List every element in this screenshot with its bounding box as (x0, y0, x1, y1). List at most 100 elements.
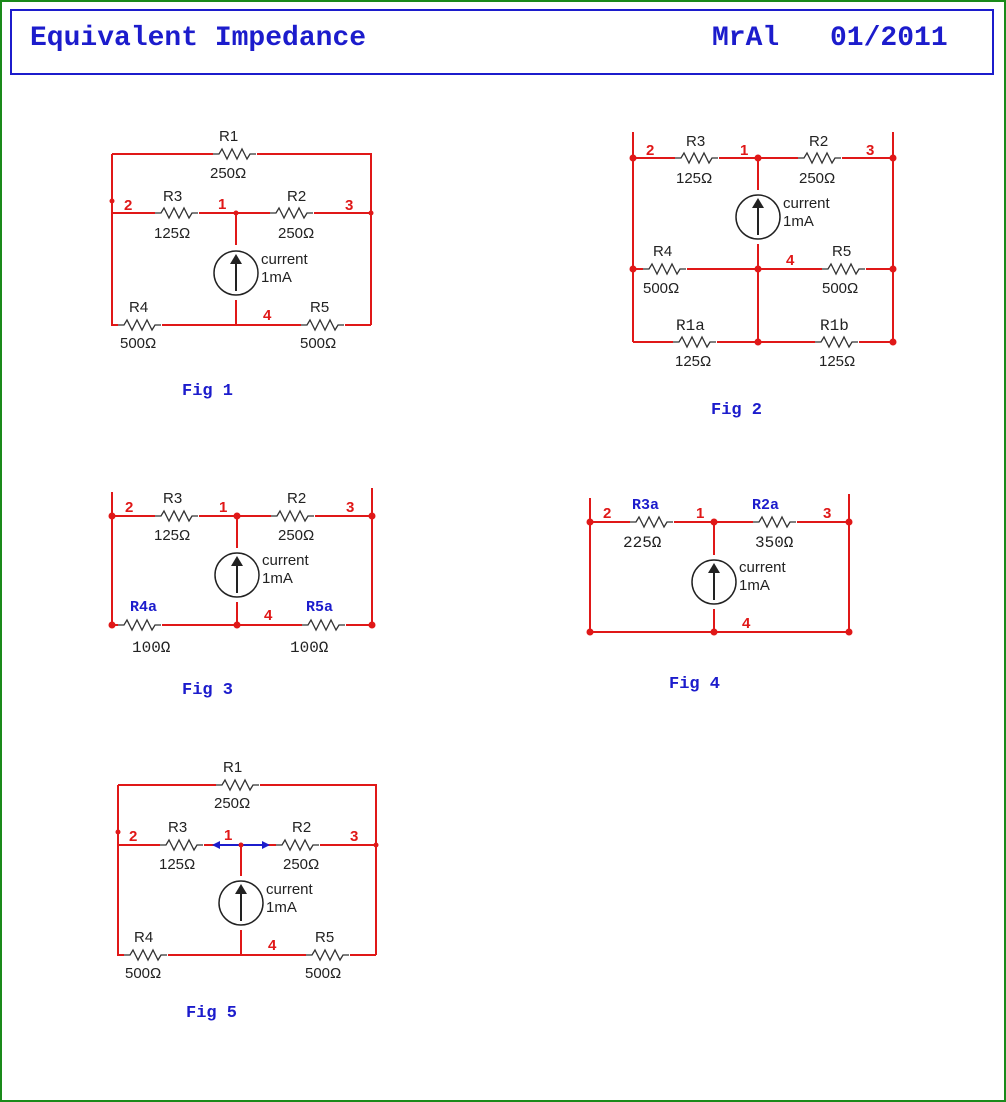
fig4-junction (586, 518, 594, 526)
fig1-r2-resistor (269, 207, 314, 219)
fig5-r3-resistor (159, 839, 204, 851)
fig1-r1-resistor (212, 148, 257, 160)
fig1-node-1: 1 (218, 196, 226, 213)
fig2-r4-resistor (642, 263, 687, 275)
fig5-r2-resistor (275, 839, 320, 851)
fig4-r2a-value: 350Ω (755, 534, 794, 552)
fig3-junction (108, 512, 116, 520)
fig3-junction (368, 621, 376, 629)
fig5-arrow-right-icon (262, 841, 270, 849)
fig1-r1-value: 250Ω (210, 165, 246, 182)
fig1-r3-resistor (154, 207, 199, 219)
fig1-r3-value: 125Ω (154, 225, 190, 242)
fig2-r5-resistor (821, 263, 866, 275)
fig1-current-source-icon (213, 250, 259, 296)
fig2-r2-resistor (797, 152, 842, 164)
date-label: 01/2011 (830, 23, 948, 54)
fig3-node-4: 4 (264, 607, 273, 624)
fig1-r5-resistor (300, 319, 345, 331)
fig3-r4a-resistor (117, 619, 162, 631)
fig5-r5-value: 500Ω (305, 965, 341, 982)
fig5-r2-name: R2 (292, 819, 311, 836)
fig3-source-value: 1mA (262, 570, 293, 587)
fig1-junction (109, 198, 115, 204)
fig2-junction (754, 265, 762, 273)
fig3-source-label: current (262, 552, 310, 569)
fig4-junction (845, 518, 853, 526)
fig2-r4-name: R4 (653, 243, 672, 260)
fig1-diagram: R1 250Ω R3 125Ω R2 250Ω R4 500Ω R5 500Ω … (109, 128, 374, 401)
fig3-r3-value: 125Ω (154, 527, 190, 544)
fig1-junction (368, 210, 374, 216)
fig4-r3a-value: 225Ω (623, 534, 662, 552)
fig2-source-value: 1mA (783, 213, 814, 230)
fig5-r4-resistor (123, 949, 168, 961)
fig2-r5-value: 500Ω (822, 280, 858, 297)
fig2-r3-name: R3 (686, 133, 705, 150)
fig5-node-4: 4 (268, 937, 277, 954)
fig4-junction (710, 628, 718, 636)
fig4-node-4: 4 (742, 615, 751, 632)
header-box: Equivalent Impedance MrAl 01/2011 (10, 9, 994, 75)
fig2-r4-value: 500Ω (643, 280, 679, 297)
fig2-r2-name: R2 (809, 133, 828, 150)
fig4-source-value: 1mA (739, 577, 770, 594)
fig4-r3a-name: R3a (632, 497, 659, 514)
fig2-junction (754, 338, 762, 346)
fig5-r4-name: R4 (134, 929, 153, 946)
fig1-junction (233, 210, 239, 216)
fig1-r4-resistor (117, 319, 162, 331)
fig5-r3-value: 125Ω (159, 856, 195, 873)
fig3-r5a-value: 100Ω (290, 639, 329, 657)
fig2-node-4: 4 (786, 252, 795, 269)
fig2-junction (889, 338, 897, 346)
fig2-r1a-value: 125Ω (675, 353, 711, 370)
fig5-r5-resistor (305, 949, 350, 961)
author-name: MrAl (712, 23, 780, 54)
fig2-r2-value: 250Ω (799, 170, 835, 187)
fig4-junction (845, 628, 853, 636)
fig1-source-label: current (261, 251, 309, 268)
fig3-r3-resistor (154, 510, 199, 522)
fig4-current-source-icon (691, 559, 737, 605)
fig2-diagram: R3 125Ω R2 250Ω R4 500Ω R5 500Ω R1a 125Ω… (629, 132, 897, 420)
fig5-node-1: 1 (224, 827, 232, 844)
fig3-caption: Fig 3 (182, 681, 233, 700)
fig3-r2-value: 250Ω (278, 527, 314, 544)
fig2-current-source-icon (735, 194, 781, 240)
fig5-diagram: R1 250Ω R3 125Ω R2 250Ω R4 500Ω R5 500Ω … (115, 759, 379, 1023)
fig5-r1-resistor (215, 779, 260, 791)
fig5-junction (373, 842, 379, 848)
fig3-r5a-name: R5a (306, 599, 333, 616)
fig3-current-source-icon (214, 552, 260, 598)
fig2-r5-name: R5 (832, 243, 851, 260)
fig5-junction (115, 829, 121, 835)
fig5-source-label: current (266, 881, 314, 898)
fig4-node-1: 1 (696, 505, 704, 522)
fig4-source-label: current (739, 559, 787, 576)
fig3-node-2: 2 (125, 499, 133, 516)
fig1-r2-value: 250Ω (278, 225, 314, 242)
fig4-junction (586, 628, 594, 636)
fig4-diagram: R3a 225Ω R2a 350Ω current 1mA 1 2 3 4 Fi… (586, 494, 853, 694)
fig2-junction (754, 154, 762, 162)
fig1-r1-name: R1 (219, 128, 238, 145)
fig5-node-3: 3 (350, 828, 358, 845)
fig4-r2a-name: R2a (752, 497, 779, 514)
fig1-r4-name: R4 (129, 299, 148, 316)
fig4-node-3: 3 (823, 505, 831, 522)
fig5-r4-value: 500Ω (125, 965, 161, 982)
fig1-node-4: 4 (263, 307, 272, 324)
fig5-arrow-left-icon (212, 841, 220, 849)
fig5-r2-value: 250Ω (283, 856, 319, 873)
fig2-caption: Fig 2 (711, 401, 762, 420)
fig4-r3a-resistor (629, 516, 674, 528)
fig3-r5a-resistor (301, 619, 346, 631)
fig1-source-value: 1mA (261, 269, 292, 286)
fig3-node-1: 1 (219, 499, 227, 516)
fig3-r2-name: R2 (287, 490, 306, 507)
fig2-r3-value: 125Ω (676, 170, 712, 187)
fig2-junction (889, 154, 897, 162)
fig2-junction (629, 265, 637, 273)
